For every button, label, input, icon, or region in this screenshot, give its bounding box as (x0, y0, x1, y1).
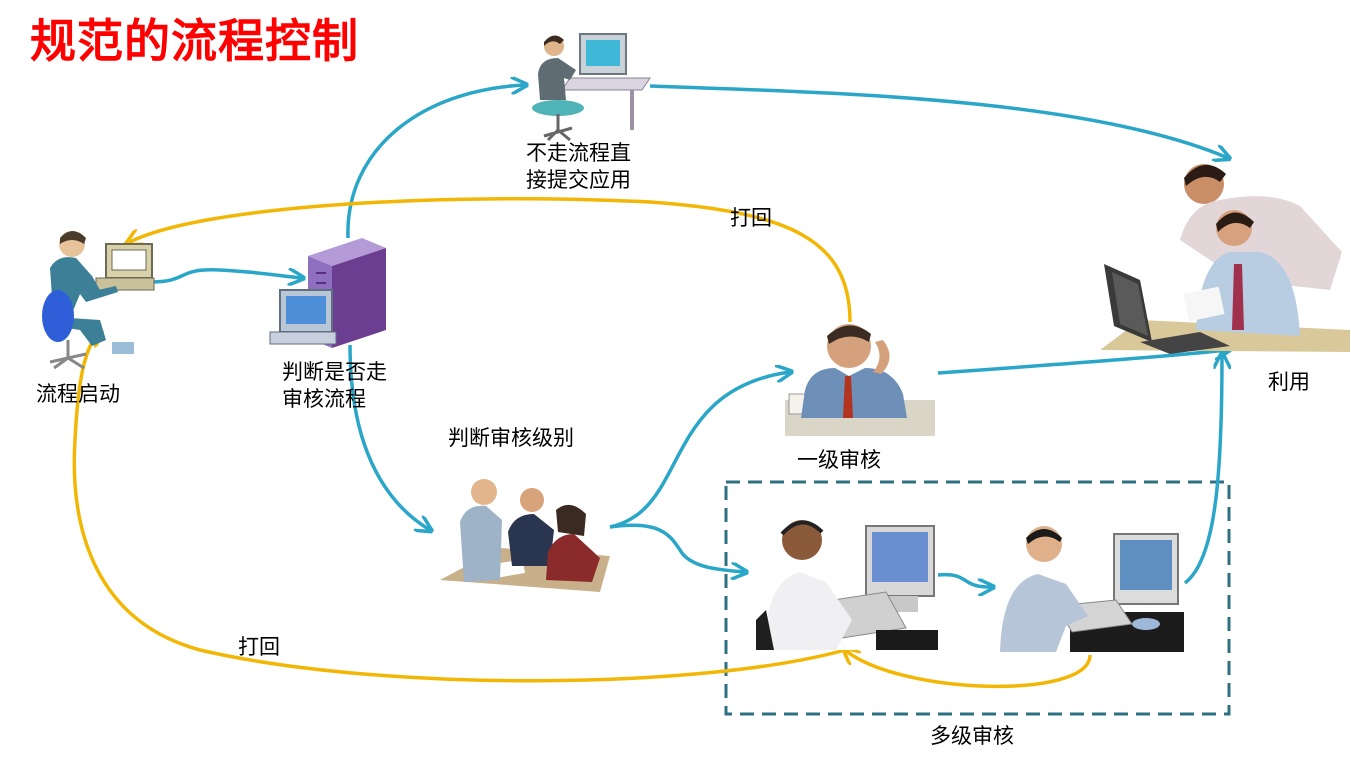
reject-arrow-bottom (72, 332, 846, 683)
node-direct-line2: 接提交应用 (526, 168, 631, 193)
arrow-judge-to-direct (346, 85, 525, 239)
node-direct-label: 不走流程直 接提交应用 (526, 140, 631, 195)
person-at-computer-icon (42, 231, 155, 370)
node-direct-line1: 不走流程直 (526, 141, 631, 165)
typing-man-icon (996, 520, 1184, 652)
arrow-level-judge-to-level1 (609, 372, 790, 529)
headset-operator-icon (756, 510, 938, 650)
multi-review-box (724, 480, 1231, 716)
node-judge-label: 判断是否走 审核流程 (282, 359, 387, 414)
server-computer-icon (269, 238, 386, 348)
reject-arrow-top (128, 197, 852, 323)
executives-laptop-icon (1100, 164, 1350, 354)
reject-label-bottom: 打回 (238, 635, 280, 659)
reject-arrows (72, 197, 1092, 688)
office-worker-icon (532, 33, 651, 142)
reject-arrow-multi (845, 650, 1092, 688)
arrow-level-judge-to-multi (609, 523, 745, 572)
node-judge-line1: 判断是否走 (282, 360, 387, 384)
node-start-label: 流程启动 (36, 382, 120, 406)
node-use-label: 利用 (1268, 370, 1310, 394)
arrow-start-to-judge (149, 270, 302, 282)
reject-label-top: 打回 (730, 206, 772, 230)
node-multi-label: 多级审核 (930, 724, 1014, 748)
arrow-direct-to-use (649, 84, 1228, 158)
arrow-level1-to-use (937, 350, 1228, 375)
node-level1-label: 一级审核 (797, 448, 881, 472)
arrow-judge-to-level-judge (348, 344, 430, 530)
node-judge-line2: 审核流程 (282, 387, 366, 412)
arrow-multi-to-use (1183, 355, 1222, 585)
arrow-operator-to-typist (937, 572, 992, 587)
thinking-man-icon (785, 324, 935, 436)
meeting-group-icon (440, 479, 610, 592)
page-title: 规范的流程控制 (30, 14, 359, 68)
node-level-judge-label: 判断审核级别 (448, 426, 574, 450)
